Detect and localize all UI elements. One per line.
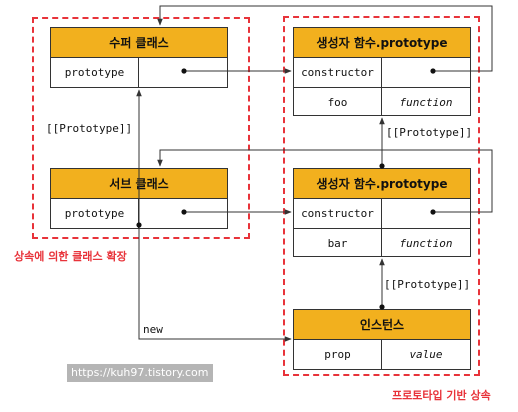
sub-prototype-dot [181, 209, 187, 215]
constructor-2-back-link [157, 149, 493, 213]
instance-title: 인스턴스 [294, 310, 470, 340]
super-class-prototype-key: prototype [51, 58, 139, 87]
bar-row: bar function [294, 228, 470, 257]
constructor-row-1: constructor [294, 58, 470, 87]
instance-origin-dot [379, 304, 385, 310]
foo-value: function [399, 95, 453, 109]
instance-prop-key: prop [294, 340, 382, 369]
instance-prop-value: value [409, 348, 443, 361]
prototype-inheritance-group [283, 16, 480, 376]
proto-chain-label-top: [[Prototype]] [386, 126, 473, 139]
class-inheritance-group [32, 17, 250, 239]
super-prototype-dot [181, 68, 187, 74]
constructor-2-dot [430, 209, 436, 215]
foo-key: foo [294, 88, 382, 116]
constructor-key-1: constructor [294, 58, 382, 87]
bar-key: bar [294, 229, 382, 257]
bar-value: function [399, 236, 453, 250]
foo-row: foo function [294, 87, 470, 116]
proto-chain-label-bottom: [[Prototype]] [384, 278, 471, 291]
constructor-1-dot [430, 68, 436, 74]
watermark: https://kuh97.tistory.com [67, 364, 213, 382]
constructor-1-back-link [157, 5, 493, 72]
class-inheritance-caption: 상속에 의한 클래스 확장 [14, 250, 127, 263]
new-instance-link [138, 225, 292, 342]
super-class-prototype-row: prototype [51, 58, 227, 87]
class-prototype-label: [[Prototype]] [46, 122, 133, 135]
super-class-title: 수퍼 클래스 [51, 28, 227, 58]
constructor-prototype-bar-title: 생성자 함수.prototype [294, 169, 470, 199]
new-label: new [143, 323, 163, 336]
instance-box: 인스턴스 prop value [293, 309, 471, 370]
constructor-prototype-foo-title: 생성자 함수.prototype [294, 28, 470, 58]
super-class-box: 수퍼 클래스 prototype [50, 27, 228, 88]
constructor-key-2: constructor [294, 199, 382, 228]
sub-class-origin-dot [136, 222, 142, 228]
constructor-prototype-foo-box: 생성자 함수.prototype constructor foo functio… [293, 27, 471, 116]
constructor-row-2: constructor [294, 199, 470, 228]
ctor2-origin-dot [379, 163, 385, 169]
instance-prop-row: prop value [294, 340, 470, 369]
prototype-inheritance-caption: 프로토타입 기반 상속 [392, 389, 491, 402]
